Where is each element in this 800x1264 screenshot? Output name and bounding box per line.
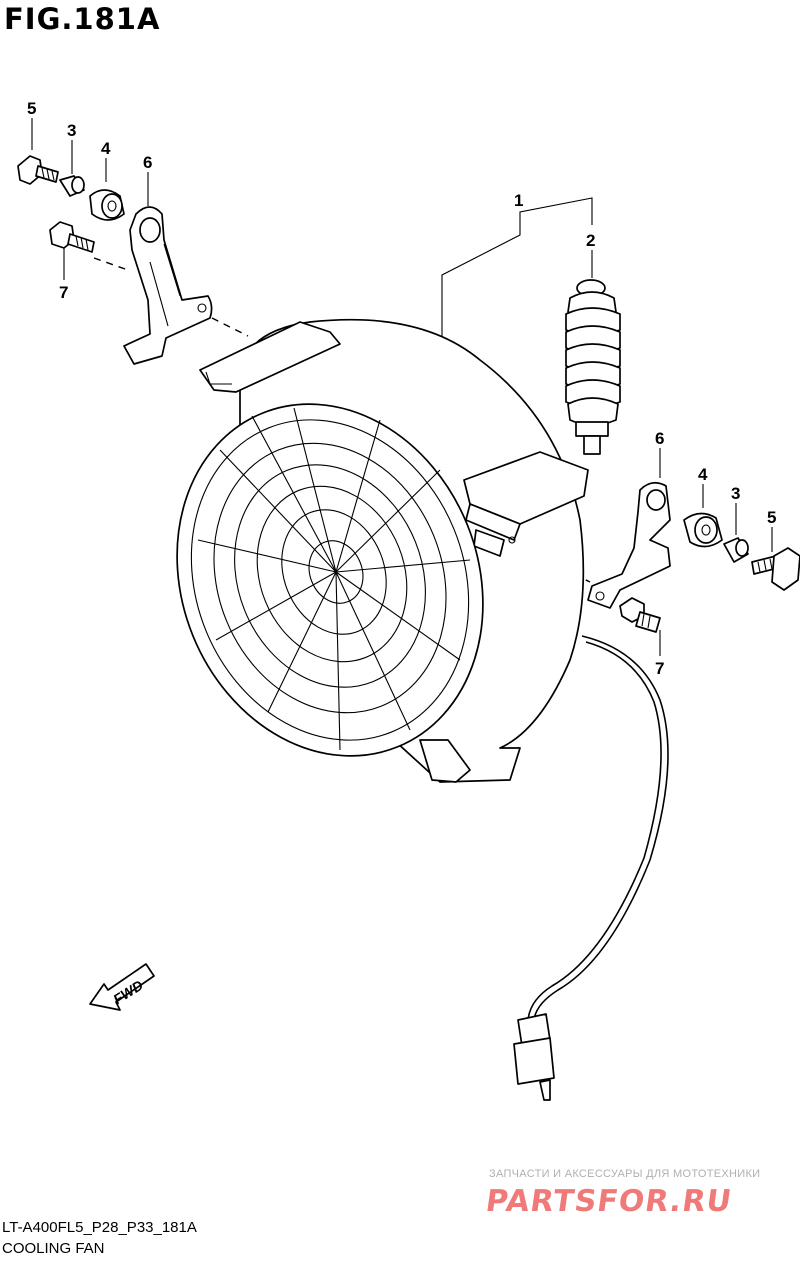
collar-3-left (59, 175, 85, 197)
wire-harness (513, 635, 669, 1101)
callout-5-right: 5 (767, 508, 776, 527)
figure-title: FIG.181A (4, 2, 161, 36)
callout-5-left: 5 (27, 99, 36, 118)
watermark-tagline: ЗАПЧАСТИ И АКСЕССУАРЫ ДЛЯ МОТОТЕХНИКИ (489, 1168, 761, 1180)
fwd-direction-arrow: FWD (89, 963, 155, 1011)
callout-2: 2 (586, 231, 595, 250)
callout-6-right: 6 (655, 429, 664, 448)
bolt-7-right (619, 597, 661, 633)
bolt-7-left (49, 221, 95, 253)
bolt-5-right (751, 547, 800, 591)
boot-2 (565, 279, 621, 455)
callout-3-right: 3 (731, 484, 740, 503)
bolt-5-left (17, 155, 59, 185)
grommet-4-left (89, 189, 125, 221)
callout-4-left: 4 (101, 139, 111, 158)
reference-code: LT-A400FL5_P28_P33_181A (2, 1219, 197, 1236)
callout-numbers: 5 3 4 6 7 1 2 6 4 3 5 7 (27, 99, 776, 678)
callout-1: 1 (514, 191, 523, 210)
watermark-logo: PARTSFOR.RU (483, 1184, 735, 1219)
callout-7-right: 7 (655, 659, 664, 678)
grommet-4-right (683, 512, 723, 548)
callout-6-left: 6 (143, 153, 152, 172)
fan-assembly-1 (176, 318, 589, 783)
callout-4-right: 4 (698, 465, 708, 484)
callout-3-left: 3 (67, 121, 76, 140)
collar-3-right (723, 537, 749, 563)
callout-7-left: 7 (59, 283, 68, 302)
figure-caption: COOLING FAN (2, 1240, 105, 1257)
bracket-6-right (587, 481, 671, 609)
bracket-6-left (123, 206, 213, 365)
